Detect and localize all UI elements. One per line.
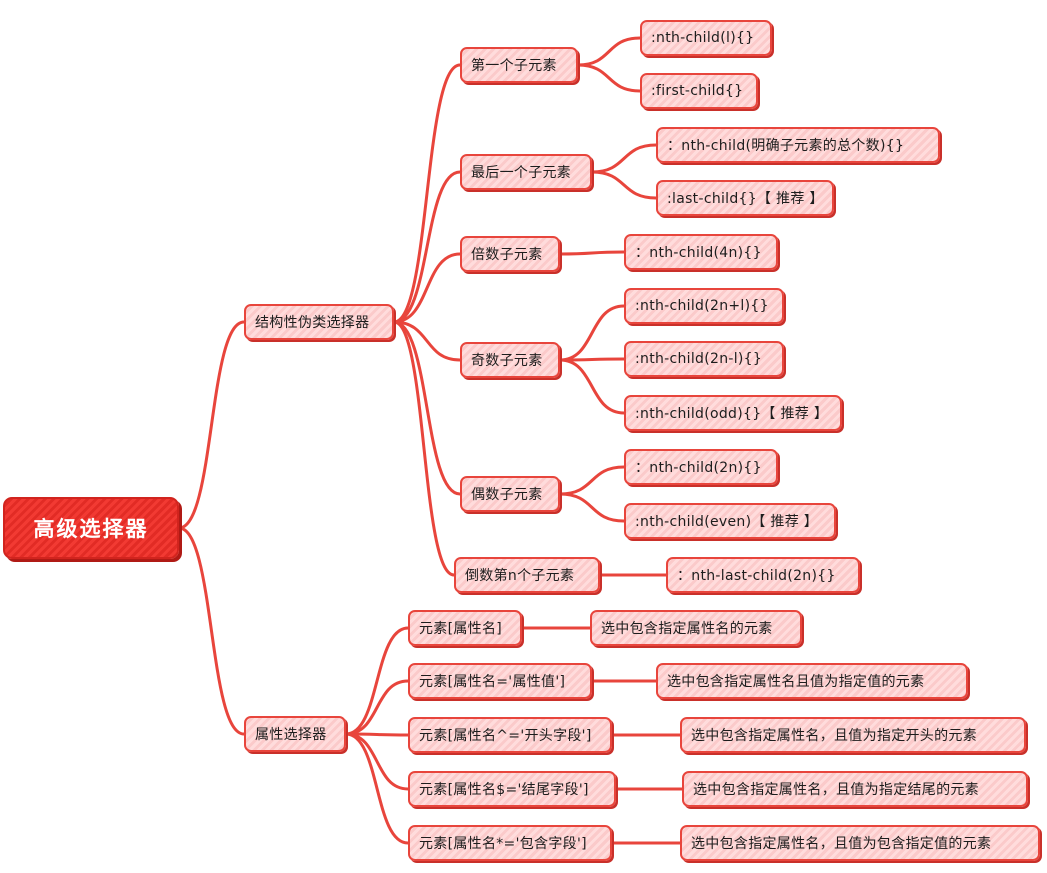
connector-group-last-child-to-leaf-last-child bbox=[590, 170, 658, 200]
connector-group-first-child-to-leaf-nth-child-1 bbox=[576, 36, 642, 67]
leaf-nth-child-2n-plus-1: :nth-child(2n+l){} bbox=[624, 288, 784, 324]
connector-root-node-to-branch-attribute-selector bbox=[177, 526, 246, 736]
group-nth-last-child: 倒数第n个子元素 bbox=[454, 557, 600, 593]
connector-branch-structural-pseudo-class-to-group-nth-last-child bbox=[392, 320, 456, 577]
connector-group-odd-child-to-leaf-nth-child-2n-plus-1 bbox=[558, 304, 626, 362]
leaf-nth-child-total: ：nth-child(明确子元素的总个数){} bbox=[656, 127, 940, 163]
root-node: 高级选择器 bbox=[3, 497, 179, 559]
leaf-attr-starts-with-desc: 选中包含指定属性名，且值为指定开头的元素 bbox=[680, 717, 1026, 753]
connector-group-odd-child-to-leaf-nth-child-2n-minus-1 bbox=[558, 357, 626, 362]
leaf-attr-contains-desc: 选中包含指定属性名，且值为包含指定值的元素 bbox=[680, 825, 1040, 861]
leaf-nth-last-child-2n: ：nth-last-child(2n){} bbox=[666, 557, 860, 593]
leaf-nth-child-4n: ：nth-child(4n){} bbox=[624, 234, 778, 270]
branch-structural-pseudo-class: 结构性伪类选择器 bbox=[244, 304, 394, 340]
leaf-attr-ends-with-desc: 选中包含指定属性名，且值为指定结尾的元素 bbox=[682, 771, 1028, 807]
group-first-child: 第一个子元素 bbox=[460, 47, 578, 83]
connector-group-last-child-to-leaf-nth-child-total bbox=[590, 143, 658, 174]
leaf-nth-child-2n-minus-1: :nth-child(2n-l){} bbox=[624, 341, 784, 377]
connector-group-even-child-to-leaf-nth-child-even bbox=[558, 492, 626, 523]
leaf-nth-child-odd: :nth-child(odd){}【 推荐 】 bbox=[624, 395, 842, 431]
connector-branch-structural-pseudo-class-to-group-first-child bbox=[392, 63, 462, 324]
group-attr-equals: 元素[属性名='属性值'] bbox=[408, 663, 592, 699]
leaf-last-child: :last-child{}【 推荐 】 bbox=[656, 180, 834, 216]
leaf-attr-equals-desc: 选中包含指定属性名且值为指定值的元素 bbox=[656, 663, 968, 699]
connector-branch-structural-pseudo-class-to-group-odd-child bbox=[392, 320, 462, 362]
group-last-child: 最后一个子元素 bbox=[460, 154, 592, 190]
group-odd-child: 奇数子元素 bbox=[460, 342, 560, 378]
group-multiple-child: 倍数子元素 bbox=[460, 236, 560, 272]
connector-group-even-child-to-leaf-nth-child-2n bbox=[558, 465, 626, 496]
connector-branch-structural-pseudo-class-to-group-multiple-child bbox=[392, 252, 462, 324]
group-attr-contains: 元素[属性名*='包含字段'] bbox=[408, 825, 612, 861]
branch-attribute-selector: 属性选择器 bbox=[244, 716, 346, 752]
group-attr-name: 元素[属性名] bbox=[408, 610, 522, 646]
group-even-child: 偶数子元素 bbox=[460, 476, 560, 512]
connector-root-node-to-branch-structural-pseudo-class bbox=[177, 320, 246, 530]
leaf-nth-child-even: :nth-child(even)【 推荐 】 bbox=[624, 503, 836, 539]
connector-branch-attribute-selector-to-group-attr-equals bbox=[344, 679, 410, 736]
connector-branch-attribute-selector-to-group-attr-name bbox=[344, 626, 410, 736]
group-attr-ends-with: 元素[属性名$='结尾字段'] bbox=[408, 771, 616, 807]
leaf-nth-child-2n: ：nth-child(2n){} bbox=[624, 449, 778, 485]
connector-group-odd-child-to-leaf-nth-child-odd bbox=[558, 358, 626, 415]
connector-branch-attribute-selector-to-group-attr-contains bbox=[344, 732, 410, 845]
connector-branch-structural-pseudo-class-to-group-even-child bbox=[392, 320, 462, 496]
leaf-attr-name-desc: 选中包含指定属性名的元素 bbox=[590, 610, 802, 646]
leaf-first-child: :first-child{} bbox=[640, 73, 758, 109]
connector-branch-attribute-selector-to-group-attr-ends-with bbox=[344, 732, 410, 791]
connector-group-multiple-child-to-leaf-nth-child-4n bbox=[558, 250, 626, 256]
group-attr-starts-with: 元素[属性名^='开头字段'] bbox=[408, 717, 612, 753]
connector-branch-structural-pseudo-class-to-group-last-child bbox=[392, 170, 462, 324]
connector-group-first-child-to-leaf-first-child bbox=[576, 63, 642, 93]
leaf-nth-child-1: :nth-child(l){} bbox=[640, 20, 772, 56]
